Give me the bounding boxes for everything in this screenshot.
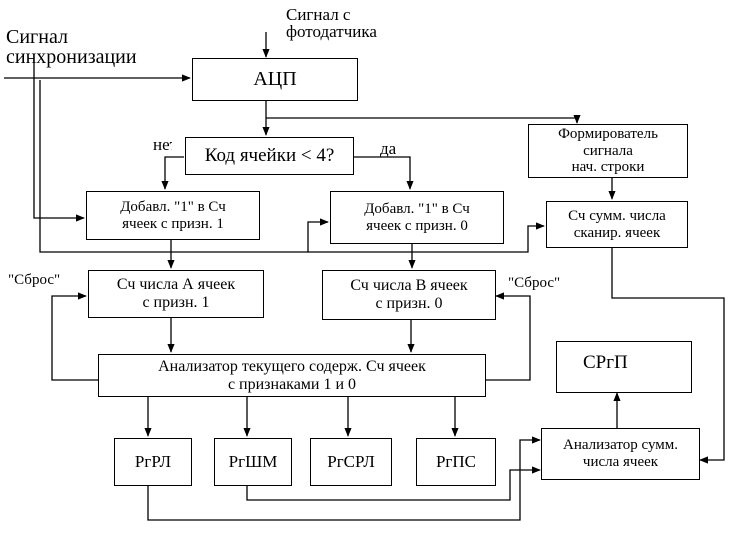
add-one-right-block: Добавл. "1" в Сч ячеек с призн. 0 [330, 191, 504, 244]
current-analyzer-block: Анализатор текущего содерж. Сч ячеек с п… [98, 354, 486, 397]
row-start-former-block: Формирователь сигнала нач. строки [528, 124, 688, 178]
reset-right-label: "Сброс" [508, 275, 561, 291]
no-label: нет [153, 136, 172, 153]
rgrl-block: РгРЛ [114, 438, 192, 486]
arrow-adc-to-row-former [266, 114, 581, 124]
arrow-yes-branch [354, 156, 414, 190]
arrow-registers-feedback-b [246, 466, 541, 501]
arrow-registers-feedback-a [147, 436, 541, 521]
rgps-block: РгПС [416, 438, 496, 486]
srgp-block: СРгП [556, 341, 692, 393]
arrow-reset-right [486, 292, 531, 381]
cell-code-decision: Код ячейки < 4? [185, 137, 354, 175]
total-analyzer-block: Анализатор сумм. числа ячеек [541, 428, 700, 480]
total-counter-block: Сч сумм. числа сканир. ячеек [546, 201, 688, 248]
arrow-sync-to-add1-left [33, 62, 85, 222]
arrow-sync-to-total-counter [308, 222, 545, 253]
arrow-reset-left [51, 292, 98, 381]
photo-signal-label: Сигнал с фотодатчика [286, 5, 377, 41]
add-one-left-block: Добавл. "1" в Сч ячеек с призн. 1 [86, 191, 260, 240]
reset-left-label: "Сброс" [8, 272, 61, 288]
rgshm-block: РгШМ [214, 438, 292, 486]
rgsrl-block: РгСРЛ [310, 438, 392, 486]
arrow-no-branch [161, 156, 184, 190]
arrow-total-to-analyzer [611, 248, 725, 464]
counter-b-block: Сч числа В ячеек с призн. 0 [322, 270, 496, 320]
sync-signal-label: Сигнал синхронизации [6, 26, 137, 68]
adc-block: АЦП [192, 58, 358, 101]
counter-a-block: Сч числа А ячеек с призн. 1 [88, 270, 264, 318]
yes-label: да [380, 139, 397, 158]
